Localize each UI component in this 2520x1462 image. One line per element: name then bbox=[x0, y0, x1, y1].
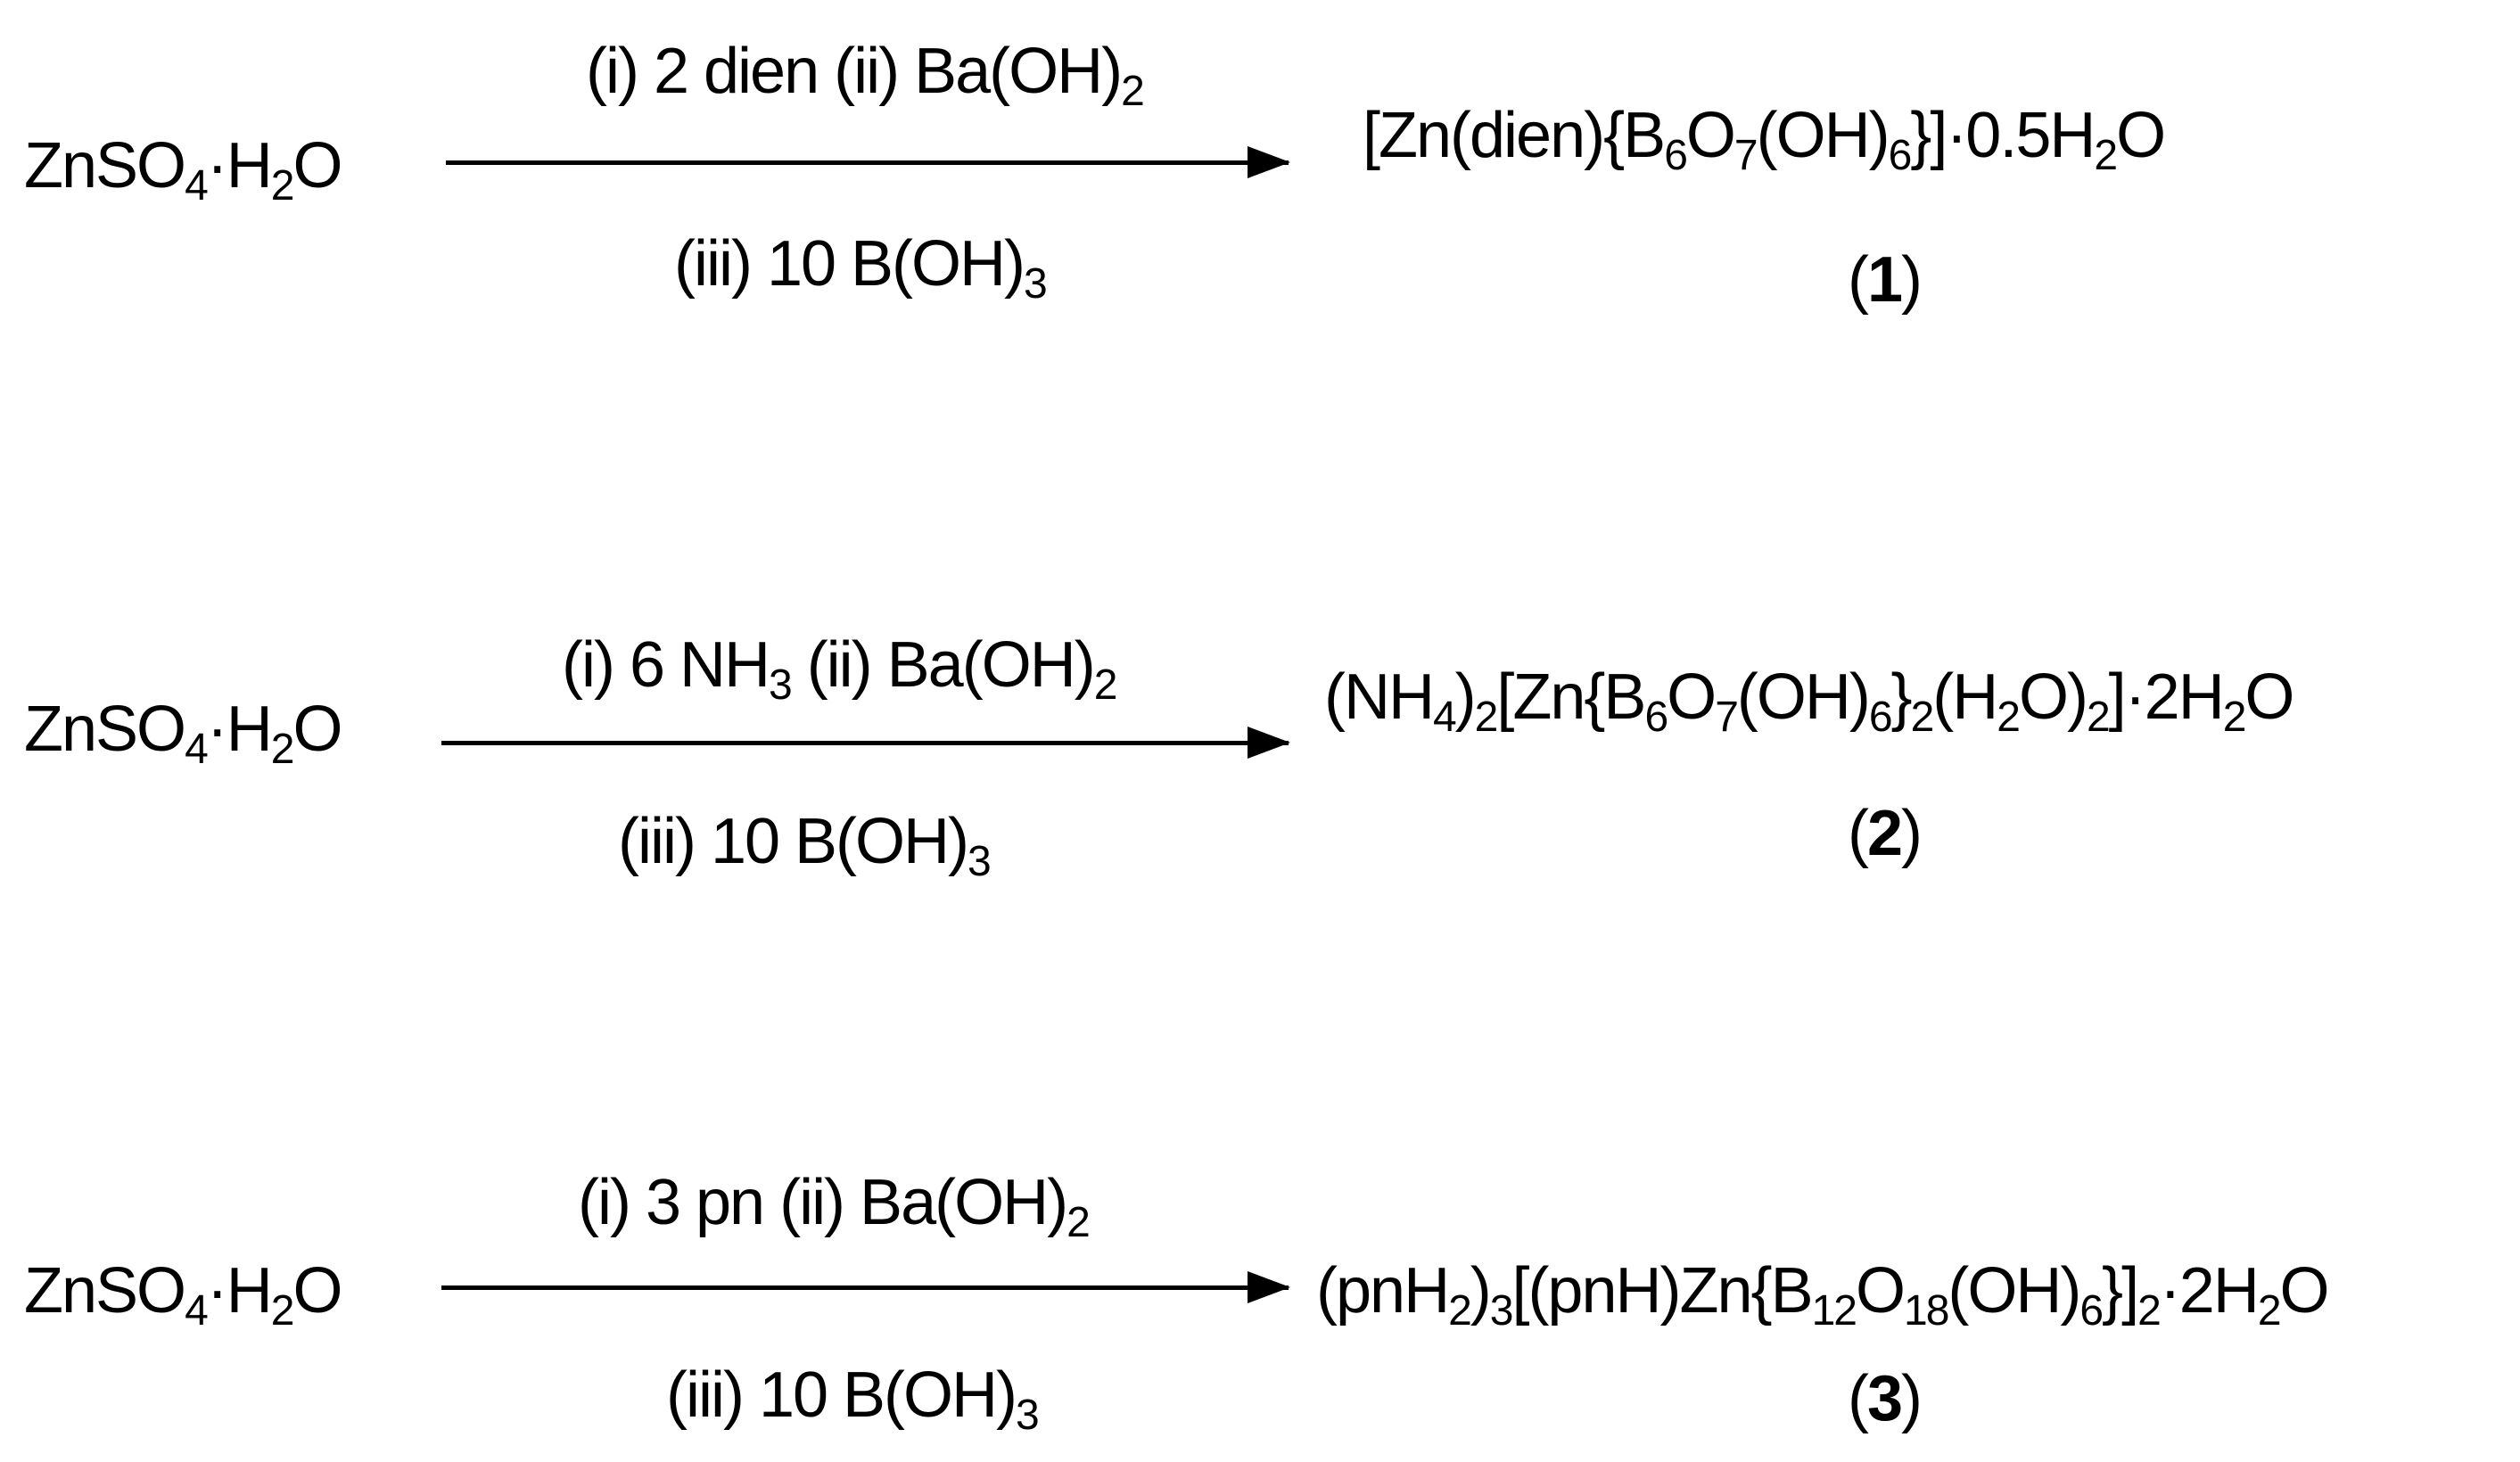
formula-subscript: 6 bbox=[1664, 132, 1688, 179]
formula-text: (i) 6 NH bbox=[562, 629, 770, 701]
formula-subscript: 2 bbox=[2094, 132, 2118, 179]
formula-text: O bbox=[1667, 661, 1717, 733]
formula-subscript: 6 bbox=[2079, 1287, 2104, 1335]
formula-text: (iii) 10 B(OH) bbox=[666, 1359, 1017, 1431]
formula-text: (OH) bbox=[1736, 661, 1871, 733]
formula-text: (NH bbox=[1324, 661, 1435, 733]
formula-subscript: 4 bbox=[185, 1287, 209, 1335]
formula-subscript: 2 bbox=[1066, 1199, 1091, 1246]
compound-label: (3) bbox=[1848, 1363, 1923, 1434]
formula-text: O bbox=[1855, 1255, 1906, 1326]
formula-text: (i) 3 pn (ii) Ba(OH) bbox=[578, 1167, 1068, 1238]
reaction-arrow bbox=[441, 727, 1290, 759]
conditions-below: (iii) 10 B(OH)3 bbox=[674, 232, 1048, 306]
formula-subscript: 2 bbox=[1910, 694, 1935, 741]
formula-subscript: 2 bbox=[270, 726, 295, 773]
formula-text: } bbox=[1890, 661, 1913, 733]
conditions-below: (iii) 10 B(OH)3 bbox=[618, 806, 992, 883]
formula-subscript: 2 bbox=[2257, 1287, 2282, 1335]
formula-text: O bbox=[1685, 100, 1736, 171]
formula-subscript: 2 bbox=[2086, 694, 2111, 741]
formula-subscript: 3 bbox=[1024, 260, 1048, 308]
formula-text: O) bbox=[2018, 661, 2088, 733]
formula-text: O bbox=[2279, 1255, 2330, 1326]
formula-text: ·H bbox=[206, 1255, 273, 1326]
formula-text: ]·2H bbox=[2108, 661, 2225, 733]
formula-text: (OH) bbox=[1756, 100, 1890, 171]
product: (NH4)2[Zn{B6O7(OH)6}2(H2O)2]·2H2O bbox=[1324, 665, 2294, 739]
reaction-arrow bbox=[446, 146, 1290, 178]
formula-subscript: 2 bbox=[270, 1287, 295, 1335]
formula-subscript: 12 bbox=[1811, 1287, 1857, 1335]
product: [Zn(dien){B6O7(OH)6}]·0.5H2O bbox=[1363, 100, 2166, 177]
formula-text: ·H bbox=[206, 130, 273, 201]
formula-text: ) bbox=[1470, 1255, 1492, 1326]
formula-text: (iii) 10 B(OH) bbox=[618, 806, 969, 877]
formula-text: ) bbox=[1454, 661, 1477, 733]
formula-subscript: 4 bbox=[1432, 694, 1457, 741]
reactant: ZnSO4·H2O bbox=[24, 134, 342, 208]
conditions-above: (i) 6 NH3 (ii) Ba(OH)2 bbox=[562, 633, 1117, 707]
formula-text: ZnSO bbox=[24, 130, 186, 201]
formula-text: [(pnH)Zn{B bbox=[1511, 1255, 1813, 1326]
formula-subscript: 3 bbox=[769, 661, 793, 709]
formula-text: ZnSO bbox=[24, 694, 186, 765]
formula-text: O bbox=[2116, 100, 2166, 171]
formula-text: [Zn(dien){B bbox=[1363, 100, 1666, 171]
reactant: ZnSO4·H2O bbox=[24, 1259, 342, 1333]
formula-subscript: 2 bbox=[1997, 694, 2021, 741]
formula-subscript: 6 bbox=[1868, 694, 1893, 741]
formula-text: ·2H bbox=[2159, 1255, 2260, 1326]
formula-text: }] bbox=[2102, 1255, 2139, 1326]
formula-subscript: 18 bbox=[1904, 1287, 1949, 1335]
formula-text: (H bbox=[1932, 661, 1998, 733]
formula-subscript: 2 bbox=[1474, 694, 1499, 741]
formula-text: O bbox=[292, 130, 342, 201]
formula-text: [Zn{B bbox=[1496, 661, 1646, 733]
formula-subscript: 4 bbox=[185, 726, 209, 773]
conditions-above: (i) 2 dien (ii) Ba(OH)2 bbox=[586, 39, 1145, 113]
formula-text: (iii) 10 B(OH) bbox=[674, 228, 1025, 300]
formula-subscript: 3 bbox=[1489, 1287, 1514, 1335]
formula-subscript: 4 bbox=[185, 162, 209, 209]
formula-subscript: 6 bbox=[1644, 694, 1668, 741]
formula-text: }]·0.5H bbox=[1910, 100, 2096, 171]
reactant: ZnSO4·H2O bbox=[24, 697, 342, 771]
formula-text: (pnH bbox=[1316, 1255, 1450, 1326]
conditions-above: (i) 3 pn (ii) Ba(OH)2 bbox=[578, 1167, 1091, 1244]
formula-subscript: 7 bbox=[1715, 694, 1739, 741]
formula-subscript: 2 bbox=[1448, 1287, 1472, 1335]
formula-subscript: 3 bbox=[968, 838, 992, 885]
formula-subscript: 2 bbox=[270, 162, 295, 209]
formula-subscript: 2 bbox=[1121, 68, 1145, 115]
formula-text: (i) 2 dien (ii) Ba(OH) bbox=[586, 36, 1123, 107]
compound-label: (1) bbox=[1848, 244, 1923, 316]
reaction-arrow bbox=[441, 1271, 1290, 1303]
formula-text: O bbox=[2244, 661, 2294, 733]
formula-subscript: 3 bbox=[1016, 1392, 1040, 1439]
conditions-below: (iii) 10 B(OH)3 bbox=[666, 1363, 1040, 1437]
formula-subscript: 2 bbox=[2137, 1287, 2162, 1335]
formula-text: (OH) bbox=[1948, 1255, 2081, 1326]
compound-label: (2) bbox=[1848, 798, 1923, 869]
formula-text: ZnSO bbox=[24, 1255, 186, 1326]
formula-subscript: 7 bbox=[1734, 132, 1758, 179]
formula-text: O bbox=[292, 1255, 342, 1326]
formula-subscript: 2 bbox=[1093, 661, 1118, 709]
formula-text: (ii) Ba(OH) bbox=[790, 629, 1096, 701]
formula-subscript: 2 bbox=[2222, 694, 2247, 741]
formula-subscript: 6 bbox=[1888, 132, 1913, 179]
product: (pnH2)3[(pnH)Zn{B12O18(OH)6}]2·2H2O bbox=[1316, 1259, 2330, 1333]
formula-text: O bbox=[292, 694, 342, 765]
formula-text: ·H bbox=[206, 694, 273, 765]
